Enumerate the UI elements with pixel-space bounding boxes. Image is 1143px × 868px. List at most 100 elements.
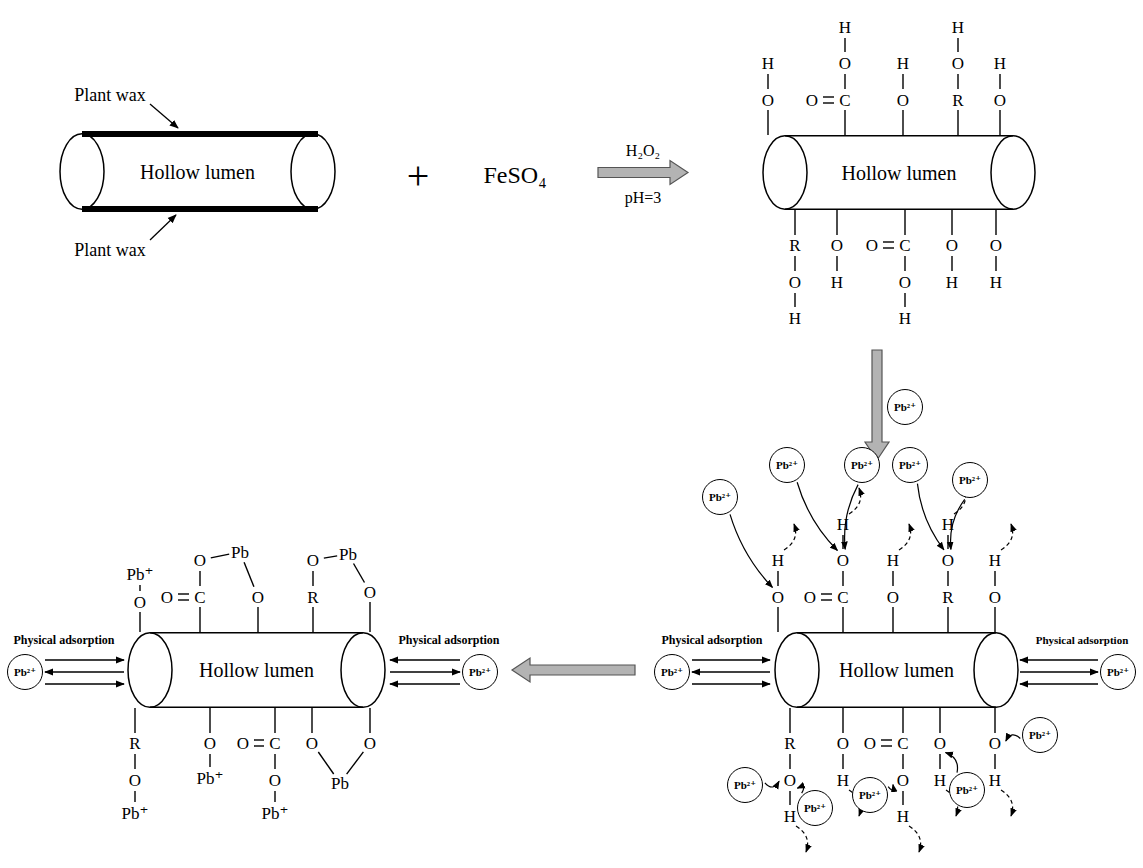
ion-circle: Pb²⁺	[654, 654, 690, 690]
chemical-bond	[139, 612, 140, 632]
chemical-bond	[995, 210, 996, 235]
chemical-bond	[999, 110, 1000, 135]
chemical-bond	[957, 110, 958, 135]
chemical-bond	[947, 535, 948, 549]
atom-symbol: H	[837, 772, 849, 789]
chemical-bond	[789, 708, 790, 733]
chemical-bond	[318, 752, 333, 774]
atom-symbol: O	[994, 92, 1006, 109]
chemical-bond	[312, 607, 313, 632]
atom-symbol: H	[897, 55, 909, 72]
chemical-bond	[939, 754, 940, 769]
process-arrow	[598, 161, 688, 185]
atom-symbol: C	[897, 735, 908, 752]
chemical-bond	[902, 708, 903, 733]
chemical-bond	[844, 74, 845, 89]
chemical-bond	[957, 38, 958, 52]
exchange-arrow	[45, 659, 124, 660]
cylinder-end	[60, 134, 104, 210]
atom-symbol: R	[784, 735, 795, 752]
lumen-cylinder: Hollow lumen	[60, 133, 335, 210]
atom-symbol: H	[784, 808, 796, 825]
atom-symbol: O	[897, 772, 909, 789]
atom-symbol: O	[204, 735, 216, 752]
chemical-bond	[951, 256, 952, 271]
node-label: Hollow lumen	[842, 163, 957, 183]
atom-symbol: O	[364, 584, 376, 601]
atom-symbol: Pb⁺	[197, 770, 224, 787]
atom-symbol: Pb⁺	[122, 805, 149, 822]
ion-circle: Pb²⁺	[7, 654, 43, 690]
ion-circle: Pb²⁺	[1022, 717, 1058, 753]
process-arrow	[512, 658, 635, 682]
atom-symbol: H	[772, 552, 784, 569]
chemical-bond	[904, 293, 905, 307]
cylinder-end	[991, 136, 1035, 210]
chemical-bond	[369, 708, 370, 733]
exchange-arrow	[45, 683, 124, 684]
cylinder-end	[128, 633, 172, 708]
atom-symbol: H	[789, 310, 801, 327]
node-label: Hollow lumen	[140, 162, 255, 182]
chemical-bond	[139, 585, 140, 591]
double-bond	[821, 599, 832, 600]
chemical-bond	[994, 708, 995, 733]
atom-symbol: O	[952, 55, 964, 72]
atom-symbol: H	[762, 55, 774, 72]
chemical-bond	[904, 210, 905, 235]
atom-symbol: Pb⁺	[127, 566, 154, 583]
ion-label: Pb²⁺	[661, 667, 683, 678]
exchange-arrow	[1020, 671, 1098, 672]
leaving-proton-arrow	[784, 524, 796, 550]
chemical-bond	[892, 571, 893, 586]
atom-symbol: O	[784, 772, 796, 789]
process-label: Physical adsorption	[1036, 635, 1129, 646]
chemical-bond	[274, 708, 275, 733]
double-bond	[178, 593, 189, 594]
exchange-arrow	[1020, 659, 1098, 660]
leaving-proton-arrow	[796, 826, 808, 852]
chemical-bond	[842, 607, 843, 632]
atom-symbol: H	[946, 274, 958, 291]
double-bond	[178, 599, 189, 600]
chemical-bond	[939, 708, 940, 733]
chemical-bond	[957, 74, 958, 89]
atom-symbol: Pb⁺	[262, 805, 289, 822]
chemical-bond	[947, 571, 948, 586]
double-bond	[883, 241, 894, 242]
part-label: Plant wax	[74, 241, 146, 259]
condition-label: pH=3	[625, 190, 662, 206]
cylinder-end	[775, 633, 819, 708]
atom-symbol: H	[837, 516, 849, 533]
chemical-bond	[789, 754, 790, 769]
atom-symbol: O	[866, 237, 878, 254]
chemical-bond	[777, 607, 778, 632]
chemical-bond	[257, 607, 258, 632]
chemical-bond	[347, 752, 364, 774]
atom-symbol: O	[934, 735, 946, 752]
chemical-bond	[994, 607, 995, 632]
chemical-bond	[994, 754, 995, 769]
chemical-bond	[794, 293, 795, 307]
node-label: Hollow lumen	[839, 660, 954, 680]
chemical-bond	[844, 110, 845, 135]
ion-label: Pb²⁺	[859, 790, 881, 801]
atom-symbol: Pb	[231, 544, 249, 561]
chemical-bond	[134, 791, 135, 802]
ion-circle: Pb²⁺	[844, 447, 880, 483]
chemical-bond	[842, 571, 843, 586]
process-arrow	[865, 350, 889, 460]
chemical-bond	[199, 607, 200, 632]
chemical-bond	[134, 708, 135, 733]
plus-sign: +	[407, 156, 430, 196]
leaving-proton-arrow	[1001, 790, 1013, 816]
atom-symbol: O	[839, 55, 851, 72]
process-label: Physical adsorption	[13, 634, 114, 646]
chemical-bond	[842, 535, 843, 549]
chemical-bond	[892, 607, 893, 632]
atom-symbol: O	[989, 735, 1001, 752]
atom-symbol: R	[307, 589, 318, 606]
ion-circle: Pb²⁺	[1100, 654, 1136, 690]
atom-symbol: R	[952, 92, 963, 109]
atom-symbol: H	[942, 516, 954, 533]
